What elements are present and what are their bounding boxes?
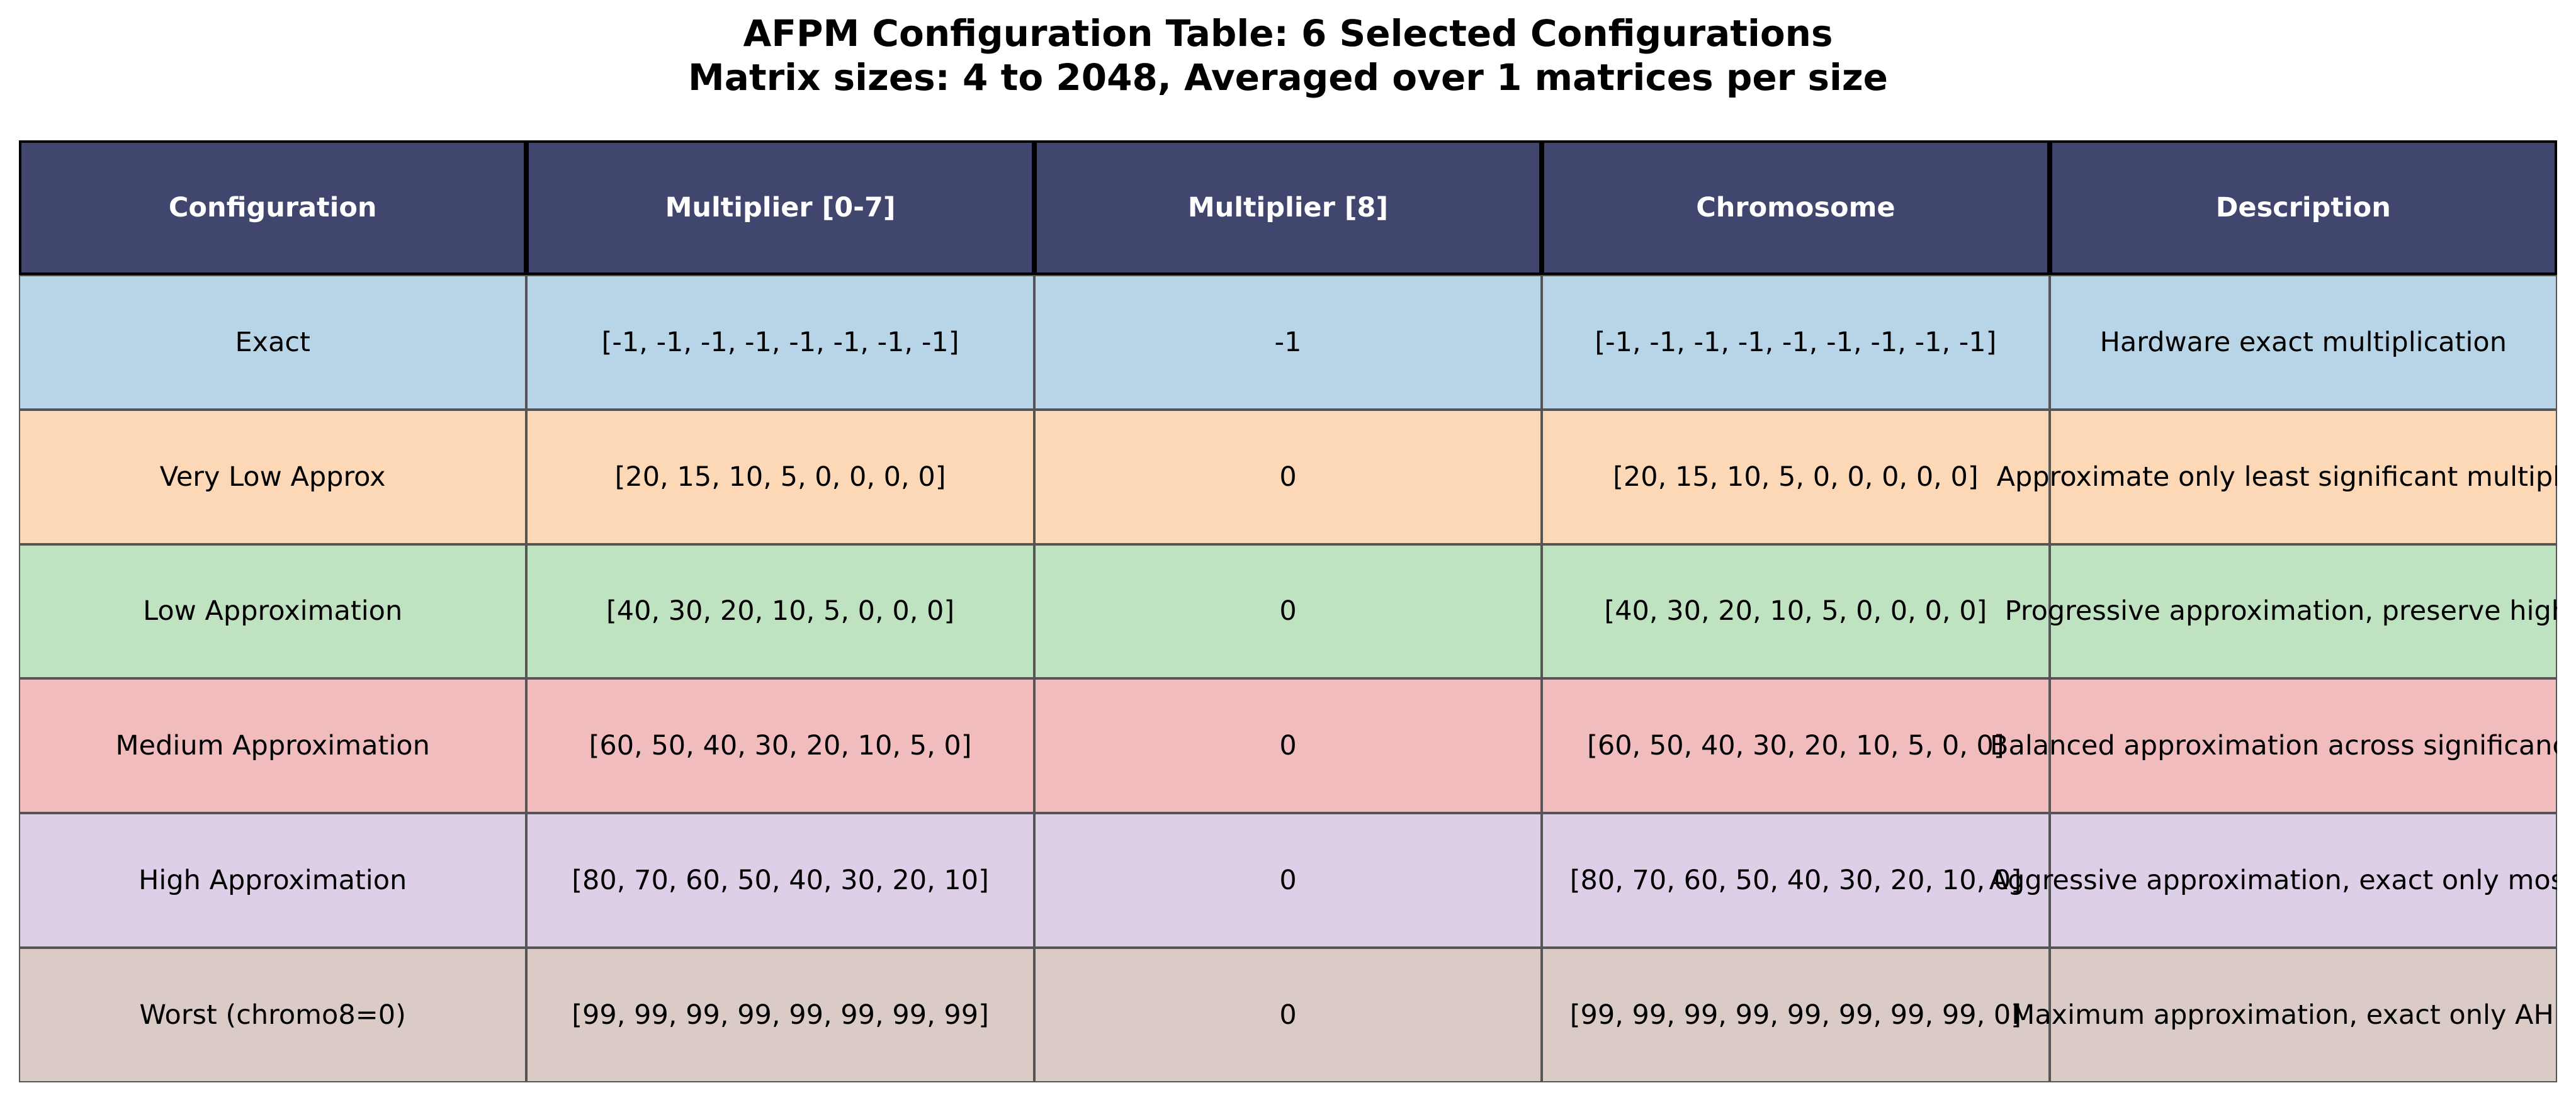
table-cell-text: Maximum approximation, exact only AH×B: [2011, 999, 2576, 1031]
column-header: Multiplier [8]: [1034, 140, 1542, 275]
table-cell: [80, 70, 60, 50, 40, 30, 20, 10, 0]: [1542, 813, 2050, 948]
table-cell-text: [80, 70, 60, 50, 40, 30, 20, 10]: [572, 865, 989, 897]
table-cell: Medium Approximation: [19, 678, 527, 814]
column-header-label: Multiplier [0-7]: [665, 191, 896, 223]
table-cell-text: Hardware exact multiplication: [2099, 326, 2507, 358]
column-header-label: Configuration: [168, 191, 377, 223]
table-cell: Maximum approximation, exact only AH×B: [2011, 948, 2576, 1082]
table-cell: [40, 30, 20, 10, 5, 0, 0, 0, 0]: [1542, 544, 2050, 679]
table-header-row: Configuration Multiplier [0-7] Multiplier …: [19, 140, 2557, 275]
table-cell-text: [20, 15, 10, 5, 0, 0, 0, 0]: [614, 461, 946, 493]
table-cell: Low Approximation: [19, 544, 527, 679]
column-header: Multiplier [0-7]: [526, 140, 1034, 275]
table-cell: [99, 99, 99, 99, 99, 99, 99, 99]: [526, 948, 1034, 1082]
chart-title: AFPM Configuration Table: 6 Selected Con…: [743, 12, 1833, 55]
table-cell: [60, 50, 40, 30, 20, 10, 5, 0, 0]: [1542, 678, 2050, 814]
column-header-label: Chromosome: [1696, 191, 1895, 223]
table-cell-text: Balanced approximation across significan…: [1989, 730, 2576, 762]
table-row: High Approximation [80, 70, 60, 50, 40, 3…: [19, 813, 2576, 948]
table-cell: [-1, -1, -1, -1, -1, -1, -1, -1]: [526, 274, 1034, 410]
table-cell: Balanced approximation across significan…: [1990, 678, 2576, 814]
table-cell: Hardware exact multiplication: [2049, 274, 2557, 410]
table-cell: 0: [1034, 813, 1542, 948]
table-cell: Progressive approximation, preserve high…: [2005, 544, 2576, 679]
table-cell: 0: [1034, 948, 1542, 1082]
table-cell-text: Aggressive approximation, exact only mos…: [1989, 865, 2576, 897]
table-cell: High Approximation: [19, 813, 527, 948]
table-cell-text: [40, 30, 20, 10, 5, 0, 0, 0, 0]: [1604, 595, 1987, 627]
column-header: Description: [2049, 140, 2557, 275]
table-cell-text: [99, 99, 99, 99, 99, 99, 99, 99, 0]: [1569, 999, 2022, 1031]
table-cell: [40, 30, 20, 10, 5, 0, 0, 0]: [526, 544, 1034, 679]
table-row: Exact [-1, -1, -1, -1, -1, -1, -1, -1] -1 […: [19, 274, 2557, 410]
table-row: Medium Approximation [60, 50, 40, 30, 20,…: [19, 678, 2576, 814]
table-cell: Very Low Approx: [19, 409, 527, 544]
table-cell-text: 0: [1279, 595, 1297, 627]
table-cell-text: [60, 50, 40, 30, 20, 10, 5, 0, 0]: [1587, 730, 2004, 762]
table-cell-text: -1: [1274, 326, 1302, 358]
configuration-table: Configuration Multiplier [0-7] Multiplier …: [19, 140, 2576, 1082]
table-cell: 0: [1034, 678, 1542, 814]
chart-title-block: AFPM Configuration Table: 6 Selected Con…: [0, 11, 2576, 99]
table-cell-text: Worst (chromo8=0): [139, 999, 406, 1031]
table-cell: 0: [1034, 409, 1542, 544]
table-cell: Approximate only least significant multi…: [1997, 409, 2576, 544]
column-header-label: Description: [2215, 191, 2391, 223]
table-row: Low Approximation [40, 30, 20, 10, 5, 0, …: [19, 544, 2576, 679]
table-cell-text: Progressive approximation, preserve high…: [2004, 595, 2576, 627]
table-cell: [20, 15, 10, 5, 0, 0, 0, 0]: [526, 409, 1034, 544]
right-edge-mask: [2557, 0, 2576, 1100]
table-cell-text: Medium Approximation: [115, 730, 430, 762]
table-cell-text: 0: [1279, 461, 1297, 493]
table-cell: [60, 50, 40, 30, 20, 10, 5, 0]: [526, 678, 1034, 814]
column-header: Configuration: [19, 140, 527, 275]
table-cell: 0: [1034, 544, 1542, 679]
column-header: Chromosome: [1542, 140, 2050, 275]
table-row: Very Low Approx [20, 15, 10, 5, 0, 0, 0, …: [19, 409, 2576, 544]
table-cell-text: Approximate only least significant multi…: [1996, 461, 2576, 493]
table-cell: Aggressive approximation, exact only mos…: [1989, 813, 2576, 948]
table-cell-text: Exact: [235, 326, 310, 358]
table-cell-text: [40, 30, 20, 10, 5, 0, 0, 0]: [606, 595, 955, 627]
table-cell-text: High Approximation: [138, 865, 407, 897]
table-cell: [80, 70, 60, 50, 40, 30, 20, 10]: [526, 813, 1034, 948]
table-cell: -1: [1034, 274, 1542, 410]
table-row: Worst (chromo8=0) [99, 99, 99, 99, 99, 99…: [19, 948, 2576, 1082]
table-cell-text: [-1, -1, -1, -1, -1, -1, -1, -1, -1]: [1595, 326, 1997, 358]
table-cell-text: [80, 70, 60, 50, 40, 30, 20, 10, 0]: [1569, 865, 2022, 897]
table-cell-text: [-1, -1, -1, -1, -1, -1, -1, -1]: [601, 326, 959, 358]
table-cell-text: [20, 15, 10, 5, 0, 0, 0, 0, 0]: [1613, 461, 1979, 493]
table-cell-text: Low Approximation: [143, 595, 403, 627]
chart-subtitle: Matrix sizes: 4 to 2048, Averaged over 1…: [687, 56, 1888, 99]
table-cell: Worst (chromo8=0): [19, 948, 527, 1082]
table-cell: Exact: [19, 274, 527, 410]
table-cell-text: [99, 99, 99, 99, 99, 99, 99, 99]: [572, 999, 989, 1031]
table-cell-text: Very Low Approx: [159, 461, 386, 493]
table-cell-text: 0: [1279, 865, 1297, 897]
table-cell-text: 0: [1279, 999, 1297, 1031]
table-cell: [-1, -1, -1, -1, -1, -1, -1, -1, -1]: [1542, 274, 2050, 410]
table-cell-text: 0: [1279, 730, 1297, 762]
table-cell: [99, 99, 99, 99, 99, 99, 99, 99, 0]: [1542, 948, 2050, 1082]
column-header-label: Multiplier [8]: [1187, 191, 1389, 223]
table-cell: [20, 15, 10, 5, 0, 0, 0, 0, 0]: [1542, 409, 2050, 544]
table-cell-text: [60, 50, 40, 30, 20, 10, 5, 0]: [589, 730, 972, 762]
